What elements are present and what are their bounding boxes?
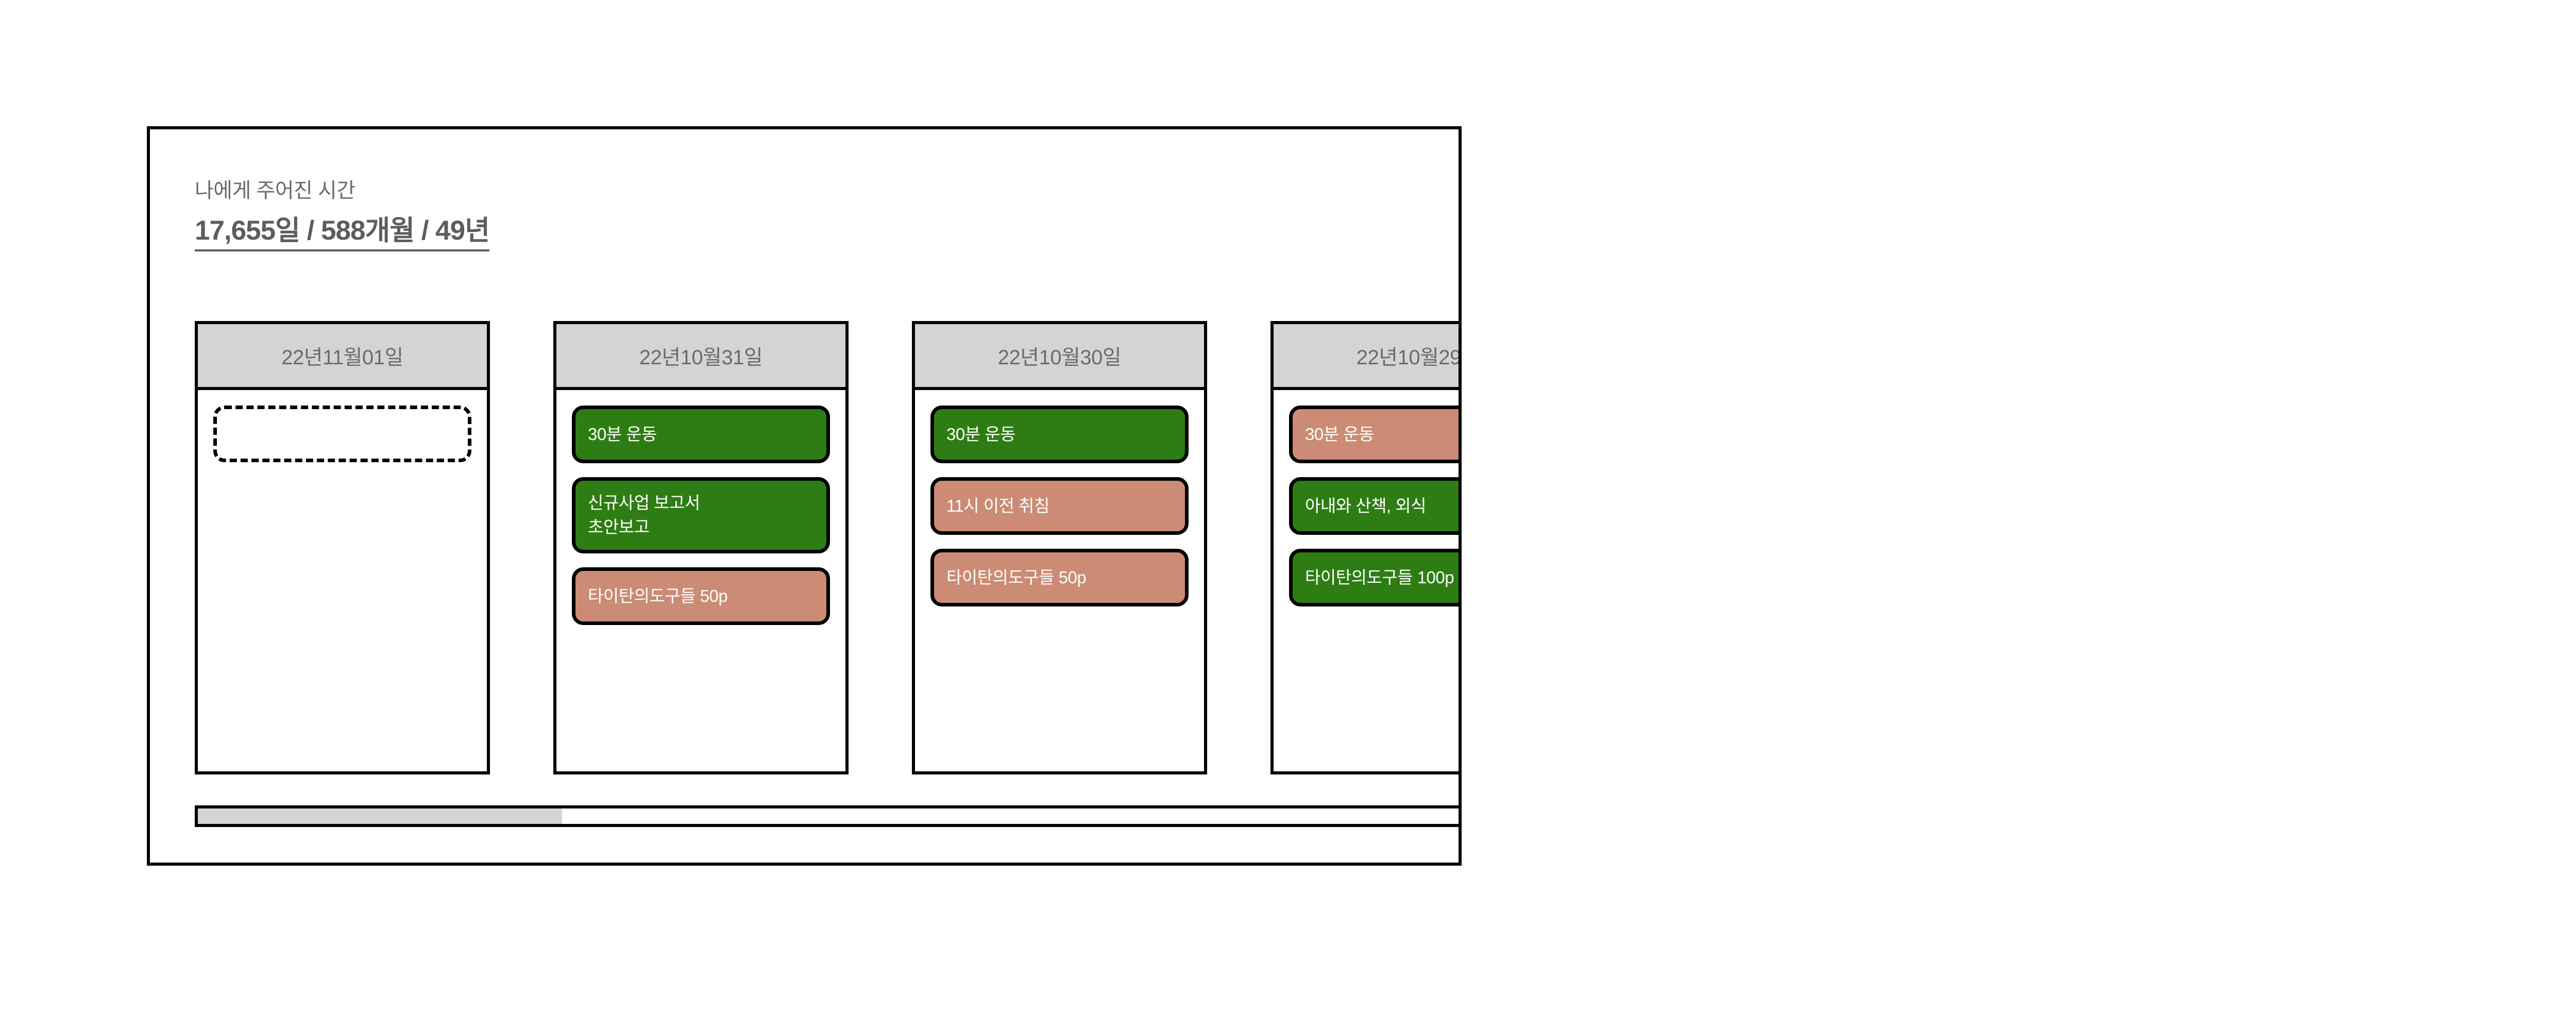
task-card[interactable]: 타이탄의도구들 100p	[1289, 549, 1459, 606]
task-card[interactable]: 아내와 산책, 외식	[1289, 477, 1459, 535]
task-card[interactable]: 신규사업 보고서 초안보고	[572, 477, 830, 553]
habit-tracker-window: 나에게 주어진 시간 17,655일 / 588개월 / 49년 22년11월0…	[147, 126, 1462, 866]
task-card[interactable]: 30분 운동	[572, 406, 830, 463]
task-card[interactable]: 타이탄의도구들 50p	[930, 549, 1189, 606]
horizontal-scrollbar-thumb[interactable]	[198, 808, 563, 824]
task-card[interactable]: 타이탄의도구들 50p	[572, 567, 830, 625]
task-card[interactable]: 11시 이전 취침	[930, 477, 1189, 535]
day-column-date: 22년10월29일	[1274, 324, 1459, 390]
day-column-date: 22년11월01일	[198, 324, 487, 390]
task-card[interactable]: 30분 운동	[1289, 406, 1459, 463]
day-column-date: 22년10월31일	[556, 324, 845, 390]
day-column[interactable]: 22년11월01일	[195, 321, 490, 774]
horizontal-scrollbar-track[interactable]	[195, 805, 1459, 827]
day-column-card-list	[198, 390, 487, 771]
day-column-date: 22년10월30일	[915, 324, 1204, 390]
header-block: 나에게 주어진 시간 17,655일 / 588개월 / 49년	[195, 177, 1019, 251]
time-remaining-value: 17,655일 / 588개월 / 49년	[195, 209, 490, 251]
header-label: 나에게 주어진 시간	[195, 179, 355, 202]
card-drop-placeholder[interactable]	[213, 406, 471, 462]
task-card[interactable]: 30분 운동	[930, 406, 1189, 463]
